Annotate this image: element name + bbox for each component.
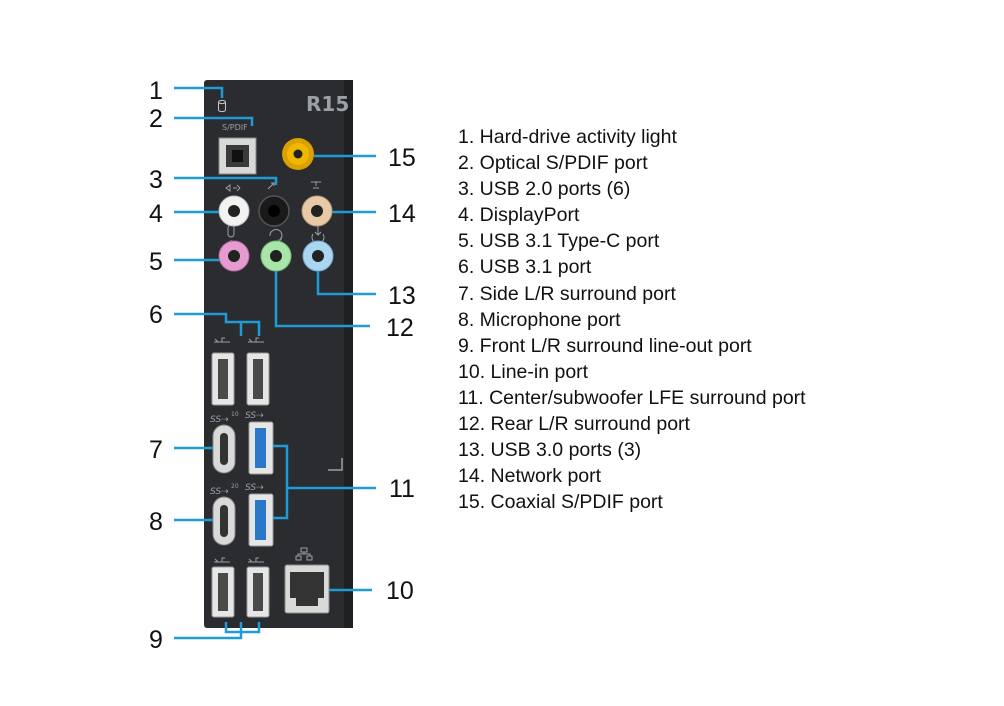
callout-4: 4 [149,200,163,228]
usb-a-port-top-left [211,352,235,406]
usb-c-port-top [212,424,236,474]
usb3-port-bottom [248,493,274,547]
callout-15: 15 [388,144,416,172]
callout-2: 2 [149,105,163,133]
usb-symbol-icons [214,337,264,563]
leader-6 [174,312,261,336]
panel-corner-mark [328,458,343,471]
legend-item: 12. Rear L/R surround port [458,413,690,436]
legend-item: 3. USB 2.0 ports (6) [458,178,631,201]
usb-c-bottom-speed: 20 [231,483,239,490]
usb3-port-top [248,421,274,475]
legend-item: 11. Center/subwoofer LFE surround port [458,386,806,409]
callout-8: 8 [149,508,163,536]
legend-item: 15. Coaxial S/PDIF port [458,491,663,514]
legend-item: 8. Microphone port [458,308,621,331]
usb-a-port-bottom-left [211,566,235,618]
legend-item: 2. Optical S/PDIF port [458,152,648,175]
callout-9: 9 [149,626,163,654]
callout-10: 10 [386,577,414,605]
port-legend: 1. Hard-drive activity light 2. Optical … [458,124,806,515]
usb-c-top-speed: 10 [231,411,239,418]
usb3-bottom-ss-label: SS⇢ [245,483,264,493]
callout-3: 3 [149,166,163,194]
rj45-network-port [284,564,330,614]
audio-jack-green [260,240,292,272]
legend-item: 13. USB 3.0 ports (3) [458,439,642,462]
leader-13 [316,271,376,296]
usb-c-bottom-ss-label: SS⇢ [210,487,229,497]
legend-item: 4. DisplayPort [458,204,580,227]
hdd-activity-light [218,99,226,113]
usb-a-port-top-right [246,352,270,406]
network-icon [295,547,313,561]
audio-jack-black [258,195,290,227]
rear-panel-edge [344,80,353,628]
callout-11: 11 [389,475,415,503]
callout-5: 5 [149,248,163,276]
leader-3 [174,176,278,185]
legend-item: 1. Hard-drive activity light [458,126,677,148]
audio-jack-white [218,195,250,227]
coaxial-spdif-port [282,138,314,170]
callout-1: 1 [149,77,163,105]
callout-14: 14 [388,200,416,228]
callout-7: 7 [149,436,163,464]
legend-item: 10. Line-in port [458,360,589,383]
legend-item: 7. Side L/R surround port [458,282,676,305]
audio-jack-blue [302,240,334,272]
usb-c-port-bottom [212,496,236,546]
model-label: R15 [306,92,349,116]
leader-9 [174,622,261,640]
leader-12 [274,271,370,328]
callout-13: 13 [388,282,416,310]
audio-jack-pink [218,240,250,272]
callout-6: 6 [149,301,163,329]
audio-icons [225,181,325,244]
leader-lines [174,86,376,640]
usb-a-port-bottom-right [246,566,270,618]
leader-1 [174,86,224,98]
spdif-label: S/PDIF [222,123,248,132]
optical-spdif-port [218,137,257,175]
audio-jack-orange [301,195,333,227]
legend-item: 14. Network port [458,465,602,488]
legend-item: 9. Front L/R surround line-out port [458,334,752,357]
usb-c-top-ss-label: SS⇢ [210,415,229,425]
legend-item: 6. USB 3.1 port [458,256,592,279]
leader-11 [273,444,376,520]
callout-12: 12 [386,314,414,342]
leader-2 [174,116,254,126]
usb3-top-ss-label: SS⇢ [245,411,264,421]
legend-item: 5. USB 3.1 Type-C port [458,230,660,253]
